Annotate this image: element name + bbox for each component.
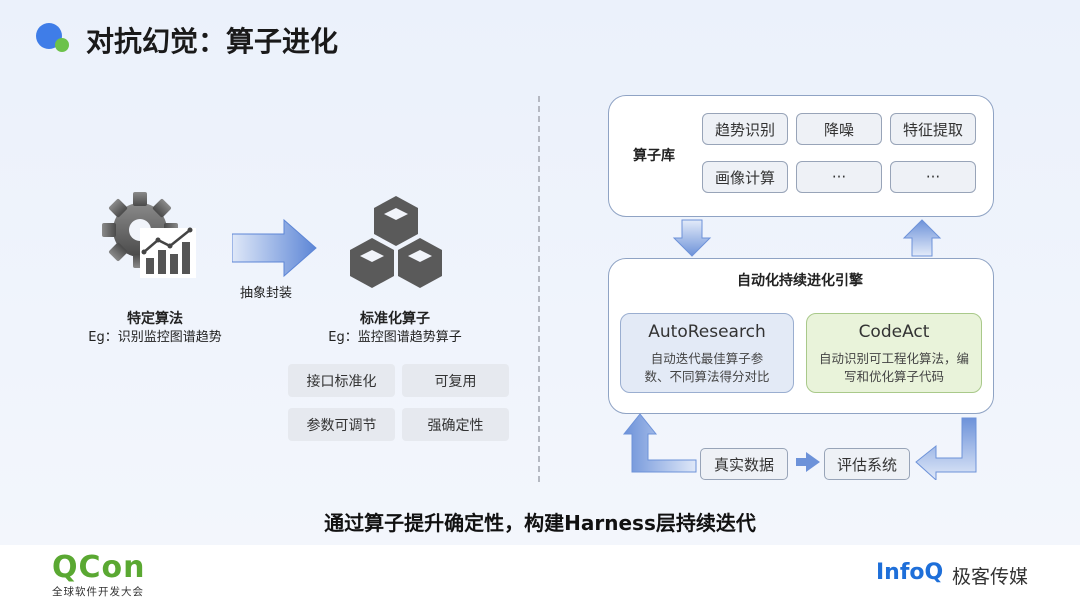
loop-arrow-to-engine — [622, 413, 697, 473]
tag-interface-standard: 接口标准化 — [288, 364, 395, 397]
code-act-name: CodeAct — [858, 322, 930, 342]
code-act-desc-line1: 自动识别可工程化算法，编 — [818, 351, 969, 366]
cubes-icon — [350, 196, 442, 288]
section-divider — [538, 96, 540, 482]
standard-op-name: 标准化算子 — [360, 311, 430, 327]
op-denoise: 降噪 — [796, 113, 882, 145]
operator-library-label: 算子库 — [633, 148, 675, 164]
up-arrow-icon — [902, 219, 942, 257]
page-title: 对抗幻觉：算子进化 — [86, 25, 339, 58]
geek-media-logo: 极客传媒 — [952, 566, 1029, 588]
feedback-loop-arrows — [622, 413, 977, 480]
op-more-2: ··· — [890, 161, 976, 193]
specific-algo-example: Eg：识别监控图谱趋势 — [88, 330, 222, 345]
qcon-logo: QCon — [52, 550, 146, 585]
op-more-1: ··· — [796, 161, 882, 193]
auto-research-box: AutoResearch 自动迭代最佳算子参 数、不同算法得分对比 — [620, 313, 794, 393]
specific-algo-name: 特定算法 — [127, 311, 183, 327]
op-trend-recognition: 趋势识别 — [702, 113, 788, 145]
auto-research-desc-line1: 自动迭代最佳算子参 — [650, 351, 764, 366]
op-feature-extraction: 特征提取 — [890, 113, 976, 145]
footer-bar — [0, 545, 1080, 602]
slide-caption: 通过算子提升确定性，构建Harness层持续迭代 — [324, 511, 756, 535]
tag-strong-determinism: 强确定性 — [402, 408, 509, 441]
gear-chart-icon — [102, 192, 196, 278]
auto-research-name: AutoResearch — [648, 322, 766, 342]
infoq-logo: InfoQ — [876, 560, 944, 585]
tag-adjustable-params: 参数可调节 — [288, 408, 395, 441]
op-profile-computation: 画像计算 — [702, 161, 788, 193]
abstract-arrow-icon — [232, 218, 317, 278]
auto-research-desc-line2: 数、不同算法得分对比 — [644, 369, 770, 384]
standard-op-example: Eg：监控图谱趋势算子 — [328, 330, 462, 345]
arrow-label: 抽象封装 — [239, 286, 292, 301]
down-arrow-icon — [672, 219, 712, 257]
real-data-box: 真实数据 — [700, 448, 788, 480]
loop-arrow-eval-to-data — [796, 452, 820, 472]
qcon-subtitle: 全球软件开发大会 — [52, 586, 144, 598]
loop-arrow-to-eval — [915, 417, 977, 480]
tag-reusable: 可复用 — [402, 364, 509, 397]
code-act-box: CodeAct 自动识别可工程化算法，编 写和优化算子代码 — [806, 313, 982, 393]
title-bullet-accent-icon — [55, 38, 69, 52]
code-act-desc-line2: 写和优化算子代码 — [843, 369, 944, 384]
eval-system-box: 评估系统 — [824, 448, 910, 480]
engine-title: 自动化持续进化引擎 — [737, 273, 863, 289]
